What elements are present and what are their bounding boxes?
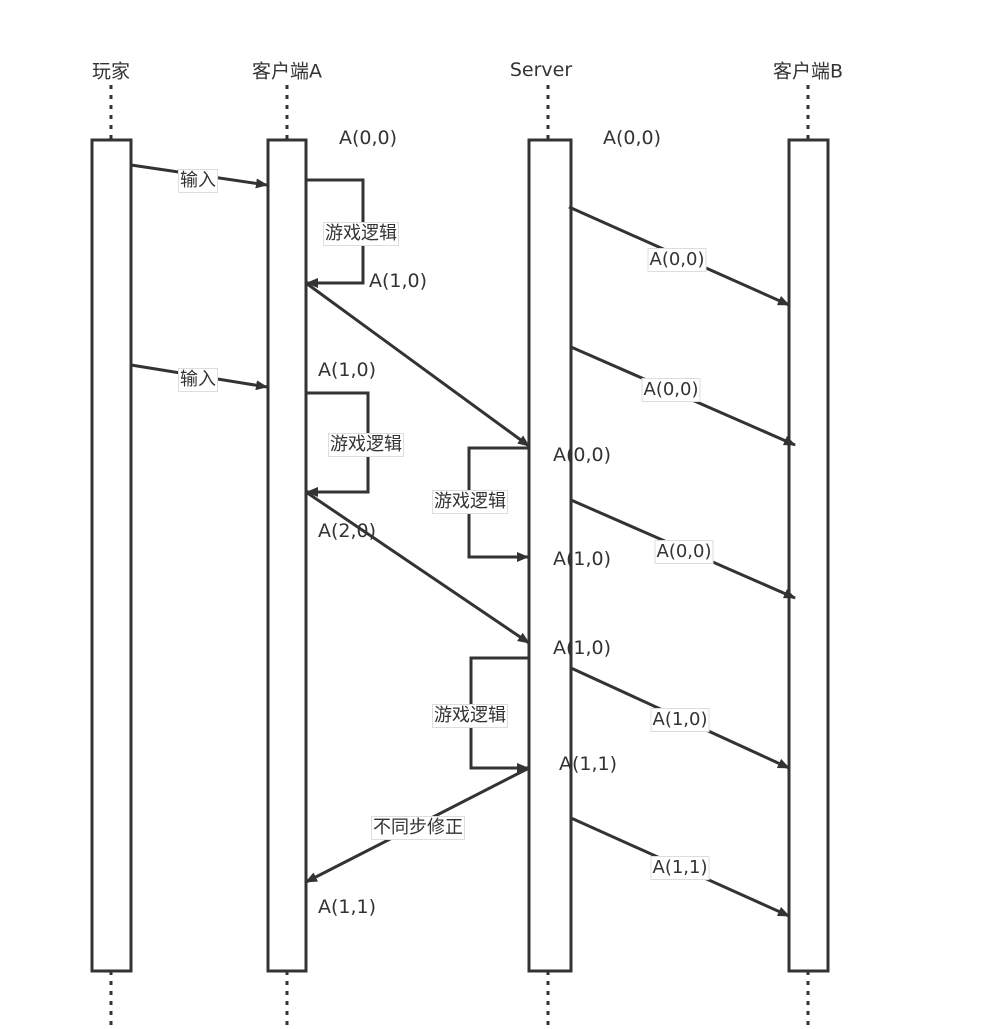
participant-client-b: 客户端B — [772, 60, 844, 83]
message-label: A(0,0) — [641, 378, 701, 402]
message-label: A(1,1) — [650, 856, 710, 880]
message-label: 不同步修正 — [371, 816, 465, 840]
participant-server: Server — [509, 59, 573, 81]
participant-player: 玩家 — [91, 60, 131, 83]
state-label: A(0,0) — [602, 127, 662, 149]
state-label: A(1,0) — [552, 548, 612, 570]
state-label: A(1,0) — [317, 359, 377, 381]
message-label: 游戏逻辑 — [328, 433, 404, 457]
arrow-a-to-server-1 — [305, 281, 530, 448]
state-label: A(0,0) — [338, 127, 398, 149]
message-label: A(0,0) — [647, 248, 707, 272]
state-label: A(0,0) — [552, 444, 612, 466]
state-label: A(1,0) — [368, 270, 428, 292]
state-label: A(1,1) — [558, 753, 618, 775]
state-label: A(1,0) — [552, 637, 612, 659]
message-label: A(0,0) — [654, 540, 714, 564]
message-label: 游戏逻辑 — [432, 490, 508, 514]
activation-client-b — [787, 138, 830, 973]
activation-client-a — [266, 138, 308, 973]
activation-player — [90, 138, 133, 973]
arrow-a-to-server-2 — [305, 490, 530, 645]
message-label: 输入 — [178, 368, 218, 392]
message-label: A(1,0) — [650, 708, 710, 732]
state-label: A(1,1) — [317, 896, 377, 918]
message-label: 游戏逻辑 — [323, 222, 399, 246]
message-label: 游戏逻辑 — [432, 704, 508, 728]
activation-server — [527, 138, 573, 973]
state-label: A(2,0) — [317, 520, 377, 542]
participant-client-a: 客户端A — [252, 60, 322, 83]
message-label: 输入 — [178, 169, 218, 193]
